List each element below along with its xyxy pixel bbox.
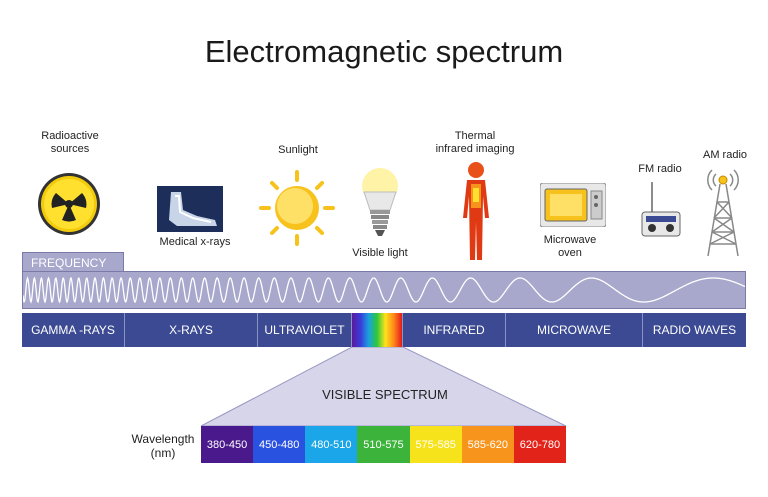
wavelength-range: 575-585 xyxy=(409,426,462,463)
wavelength-ranges: 380-450 450-480 480-510 510-575 575-585 … xyxy=(201,426,566,463)
page-title: Electromagnetic spectrum xyxy=(204,34,564,69)
radiation-icon xyxy=(38,173,100,235)
am-radio-label: AM radio xyxy=(702,149,748,161)
wavelength-range: 620-780 xyxy=(513,426,566,463)
band-ultraviolet: ULTRAVIOLET xyxy=(258,313,352,347)
medical-xrays-label: Medical x-rays xyxy=(159,236,231,248)
thermal-imaging-label: Thermal infrared imaging xyxy=(435,130,515,155)
wavelength-range: 480-510 xyxy=(305,426,358,463)
fm-radio-icon xyxy=(641,182,681,237)
microwave-icon xyxy=(540,183,606,227)
xray-foot-icon xyxy=(157,186,223,232)
light-bulb-icon xyxy=(362,168,398,236)
visible-spectrum-title: VISIBLE SPECTRUM xyxy=(322,387,448,402)
am-radio-tower-icon xyxy=(707,169,739,257)
visible-light-label: Visible light xyxy=(352,247,408,259)
fm-radio-label: FM radio xyxy=(638,163,682,175)
microwave-oven-label: Microwave oven xyxy=(543,234,597,259)
wavelength-range: 585-620 xyxy=(461,426,514,463)
radioactive-sources-label: Radioactive sources xyxy=(41,130,99,155)
wavelength-label: Wavelength (nm) xyxy=(131,432,195,460)
frequency-wave-band xyxy=(22,271,746,309)
wavelength-range: 380-450 xyxy=(201,426,254,463)
band-x-rays: X-RAYS xyxy=(125,313,258,347)
wavelength-range: 450-480 xyxy=(253,426,306,463)
wavelength-range: 510-575 xyxy=(357,426,410,463)
band-radio-waves: RADIO WAVES xyxy=(652,323,737,337)
spectrum-bands: GAMMA -RAYS X-RAYS ULTRAVIOLET INFRARED … xyxy=(22,313,746,347)
frequency-wave xyxy=(22,276,746,304)
visible-zoom-trapezoid xyxy=(200,347,567,427)
band-visible xyxy=(352,313,403,347)
band-gamma-rays: GAMMA -RAYS xyxy=(22,313,125,347)
thermal-human-icon xyxy=(463,162,489,260)
frequency-tab: FREQUENCY xyxy=(22,252,124,272)
sunlight-label: Sunlight xyxy=(278,144,318,156)
band-microwave: MICROWAVE xyxy=(506,313,643,347)
band-infrared: INFRARED xyxy=(403,313,506,347)
sun-icon xyxy=(259,170,335,246)
